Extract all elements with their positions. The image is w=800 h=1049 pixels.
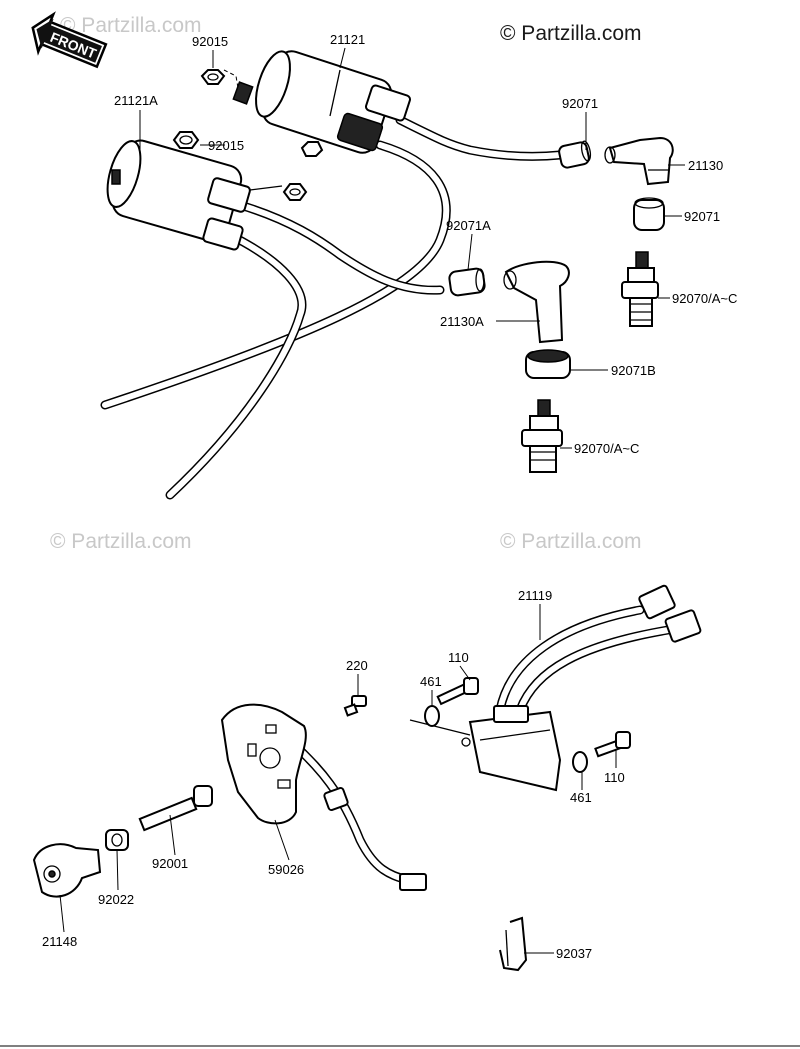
label-92001: 92001 [152,856,188,871]
bolt-92001 [138,785,213,832]
label-92071A: 92071A [446,218,491,233]
screw-220 [343,695,367,717]
advancer-21148 [32,843,102,898]
label-92071-top: 92071 [562,96,598,111]
bolt-110-right [594,731,631,758]
spark-plug-92070-bottom [521,399,563,473]
plug-cap-21130 [604,136,674,186]
washer-461-left [424,705,440,727]
label-92071-right: 92071 [684,209,720,224]
nut-92015-mid-right [249,141,324,201]
label-92015-top: 92015 [192,34,228,49]
label-92070-right: 92070/A~C [672,291,737,306]
label-21121A: 21121A [114,93,158,108]
label-110-right: 110 [604,770,625,785]
label-21148: 21148 [42,934,77,949]
watermark: © Partzilla.com [60,14,202,37]
ignition-coil-21121A [106,139,445,500]
label-92022: 92022 [98,892,134,907]
label-220: 220 [346,658,368,673]
igniter-unit-21119 [409,584,702,792]
cap-92071A [448,267,486,297]
nut-92015-top [200,69,254,105]
label-21130: 21130 [688,158,723,173]
spark-plug-92070-right [621,251,659,327]
cap-92071-right [633,197,665,231]
ignition-coil-21121 [100,50,565,410]
label-110-left: 110 [448,650,469,665]
cap-92071B [525,349,571,379]
label-92015-mid: 92015 [208,138,244,153]
cap-92071-top [558,140,592,169]
label-21121: 21121 [330,32,365,47]
clamp-92037 [499,916,528,972]
label-21119: 21119 [518,588,552,603]
watermark: © Partzilla.com [500,22,642,45]
plug-cap-21130A [503,260,570,344]
washer-461-right [572,751,588,773]
label-92071B: 92071B [611,363,656,378]
watermark: © Partzilla.com [500,530,642,553]
label-21130A: 21130A [440,314,484,329]
pickup-coil-plate-59026 [220,703,427,891]
label-461-right: 461 [570,790,592,805]
washer-92022 [105,829,129,851]
label-92037: 92037 [556,946,592,961]
bolt-110-left [436,677,479,706]
nut-92015-mid [172,131,200,149]
label-461-left: 461 [420,674,442,689]
label-92070-bottom: 92070/A~C [574,441,639,456]
label-59026: 59026 [268,862,304,877]
watermark: © Partzilla.com [50,530,192,553]
